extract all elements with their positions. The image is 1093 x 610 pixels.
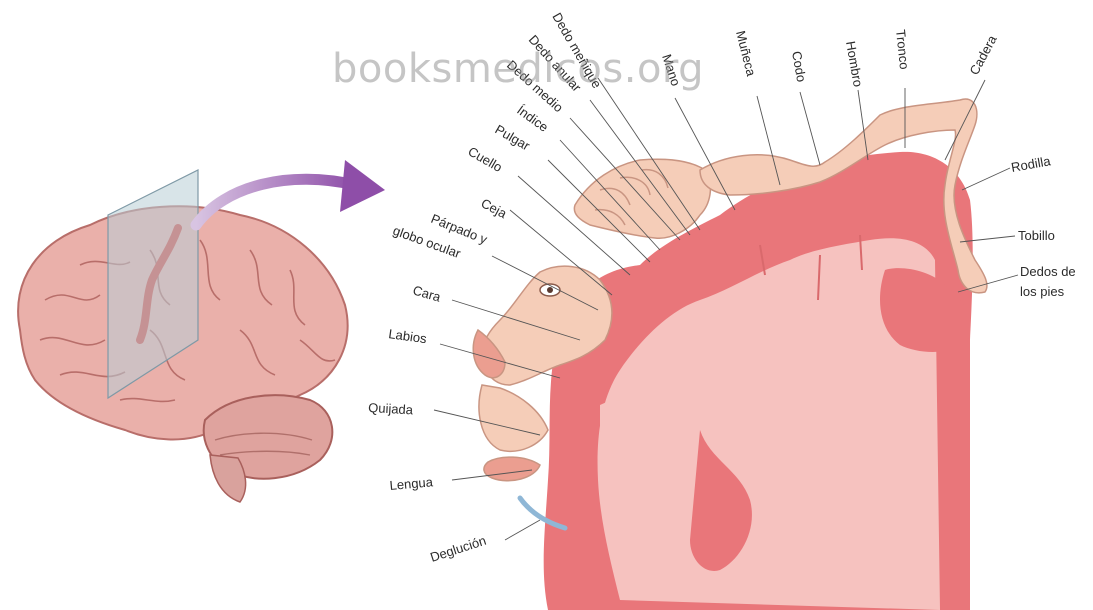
label-codo: Codo (789, 50, 809, 83)
label-hombro: Hombro (843, 40, 866, 88)
label-tronco: Tronco (893, 29, 912, 70)
label-cara: Cara (411, 282, 443, 304)
label-muneca: Muñeca (733, 29, 759, 78)
label-los-pies: los pies (1020, 284, 1065, 299)
label-labios: Labios (388, 326, 429, 346)
label-pulgar: Pulgar (493, 122, 534, 154)
label-indice: Índice (514, 102, 551, 135)
label-ceja: Ceja (479, 195, 510, 221)
watermark: booksmedicos.org (332, 46, 704, 92)
label-rodilla: Rodilla (1010, 153, 1053, 175)
label-tobillo: Tobillo (1018, 228, 1055, 243)
label-cuello: Cuello (466, 144, 505, 175)
label-dedos-de: Dedos de (1020, 264, 1076, 279)
label-quijada: Quijada (368, 400, 414, 417)
label-deglucion: Deglución (428, 533, 488, 565)
label-cadera: Cadera (966, 32, 1000, 77)
label-lengua: Lengua (389, 474, 434, 493)
